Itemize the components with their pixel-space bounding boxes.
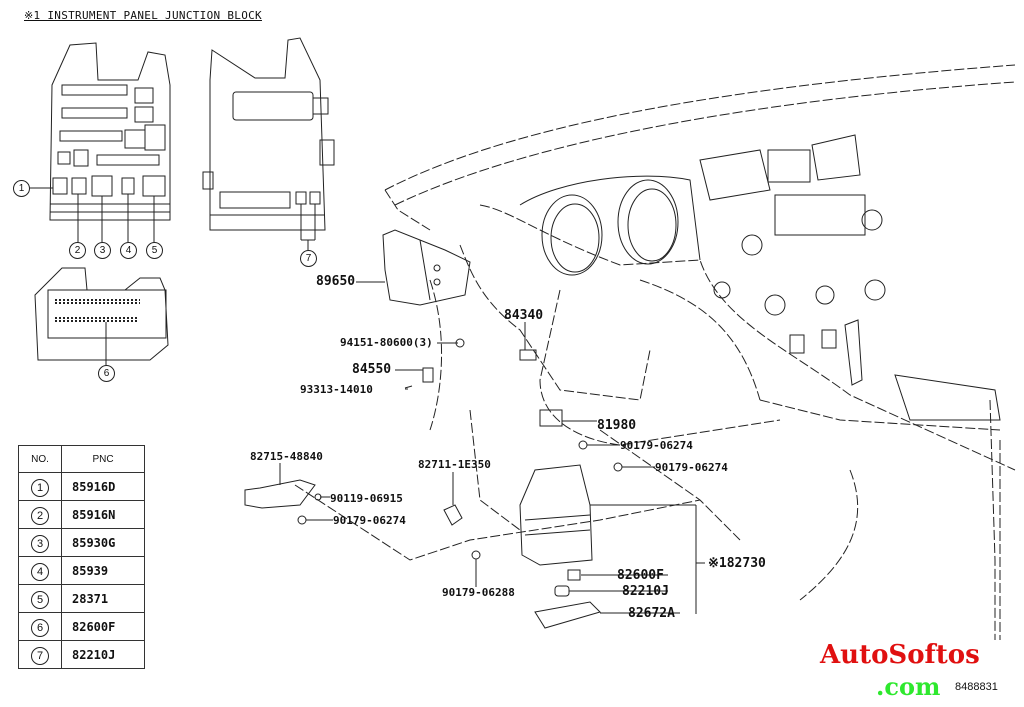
badge-3: 3 [94,242,111,259]
callout-90179-06288: 90179-06288 [442,586,515,599]
badge-7: 7 [300,250,317,267]
watermark-domain: .com [876,672,941,701]
hardware-parts [244,338,623,560]
row-number: 6 [31,619,49,637]
callout-90179-06274-b: 90179-06274 [655,461,728,474]
callout-84550: 84550 [352,362,392,377]
junction-block-assembly [519,464,601,629]
header-pnc: PNC [61,445,145,473]
badge-5: 5 [146,242,163,259]
callout-84340: 84340 [504,308,544,323]
callout-94151-80600: 94151-80600(3) [340,336,433,349]
callout-90179-06274-c: 90179-06274 [333,514,406,527]
callout-81980: 81980 [597,418,637,433]
pnc-table-header: NO. PNC [18,445,145,473]
row-pnc: 85916D [61,472,145,501]
watermark-brand: AutoSoftos [820,640,980,670]
badge-4: 4 [120,242,137,259]
table-row: 1 85916D [18,472,145,501]
row-number: 1 [31,479,49,497]
table-row: 7 82210J [18,640,145,669]
callout-90179-06274-a: 90179-06274 [620,439,693,452]
callout-82711-1E350: 82711-1E350 [418,458,491,471]
inset-title: ※1 INSTRUMENT PANEL JUNCTION BLOCK [24,9,262,22]
junction-block-side-view [202,37,335,250]
table-row: 6 82600F [18,612,145,641]
badge-2: 2 [69,242,86,259]
callout-89650: 89650 [316,274,356,289]
badge-1: 1 [13,180,30,197]
callout-182730: ※182730 [708,556,766,571]
diagram-id: 8488831 [955,681,998,693]
row-number: 5 [31,591,49,609]
leader-lines [279,281,705,614]
row-number: 4 [31,563,49,581]
callout-82672A: 82672A [628,606,675,621]
badge-6: 6 [98,365,115,382]
row-number: 2 [31,507,49,525]
table-row: 2 85916N [18,500,145,529]
pnc-table: NO. PNC 1 85916D 2 85916N 3 85930G 4 859… [18,445,145,669]
instrument-panel-outline [294,64,1016,640]
row-pnc: 82210J [61,640,145,669]
callout-82210J: 82210J [622,584,669,599]
row-pnc: 82600F [61,612,145,641]
callout-93313-14010: 93313-14010 [300,383,373,396]
header-no: NO. [18,445,62,473]
row-pnc: 28371 [61,584,145,613]
table-row: 3 85930G [18,528,145,557]
callout-82600F: 82600F [617,568,664,583]
row-pnc: 85939 [61,556,145,585]
table-row: 5 28371 [18,584,145,613]
center-stack [699,134,1001,421]
row-number: 7 [31,647,49,665]
part-89650 [382,229,471,306]
junction-block-front-view [30,42,171,242]
junction-block-connector-view [34,267,169,365]
row-pnc: 85916N [61,500,145,529]
callout-82715-48840: 82715-48840 [250,450,323,463]
row-pnc: 85930G [61,528,145,557]
callout-90119-06915: 90119-06915 [330,492,403,505]
row-number: 3 [31,535,49,553]
gauge-cluster [519,175,701,276]
table-row: 4 85939 [18,556,145,585]
